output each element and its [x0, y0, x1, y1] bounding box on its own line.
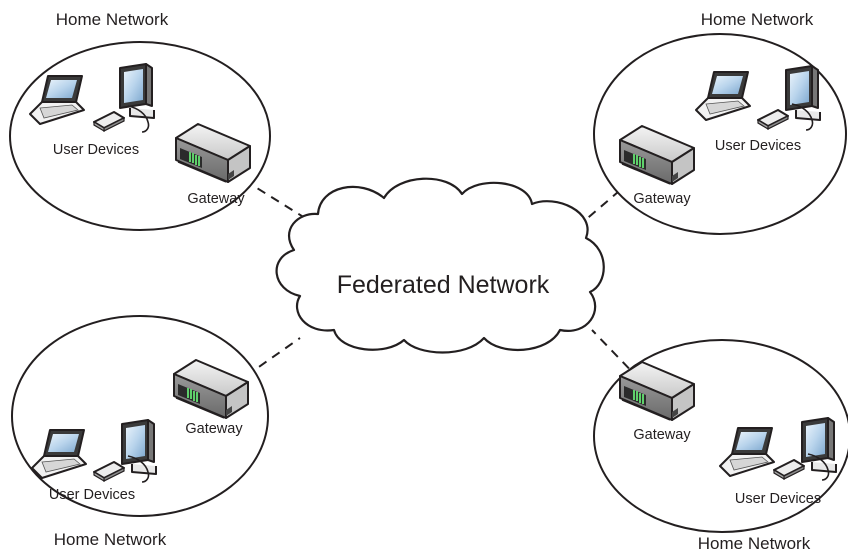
- user-devices-label: User Devices: [49, 487, 135, 503]
- gateway-label: Gateway: [185, 421, 243, 437]
- network-title: Home Network: [701, 10, 814, 29]
- user-devices-label: User Devices: [735, 491, 821, 507]
- home-network-top-left: Home Network User Devices Gateway: [9, 10, 271, 231]
- gateway-label: Gateway: [633, 191, 691, 207]
- gateway-label: Gateway: [187, 191, 245, 207]
- network-title: Home Network: [54, 530, 167, 549]
- connector-top-right: [575, 179, 633, 229]
- cloud-shape: [275, 177, 605, 354]
- user-devices-label: User Devices: [715, 138, 801, 154]
- connector-bottom-right: [591, 329, 641, 381]
- network-title: Home Network: [56, 10, 169, 29]
- home-network-bottom-left: Home Network Gateway User Devices: [11, 315, 269, 549]
- cloud-label: Federated Network: [337, 271, 550, 299]
- connector-bottom-left: [245, 337, 301, 377]
- network-title: Home Network: [698, 534, 811, 553]
- home-network-top-right: Home Network User Devices Gateway: [593, 10, 847, 235]
- network-boundary: [593, 33, 847, 235]
- home-network-bottom-right: Home Network Gateway User Devices: [593, 339, 848, 553]
- gateway-label: Gateway: [633, 427, 691, 443]
- user-devices-label: User Devices: [53, 142, 139, 158]
- federated-network-cloud: Federated Network: [275, 177, 605, 354]
